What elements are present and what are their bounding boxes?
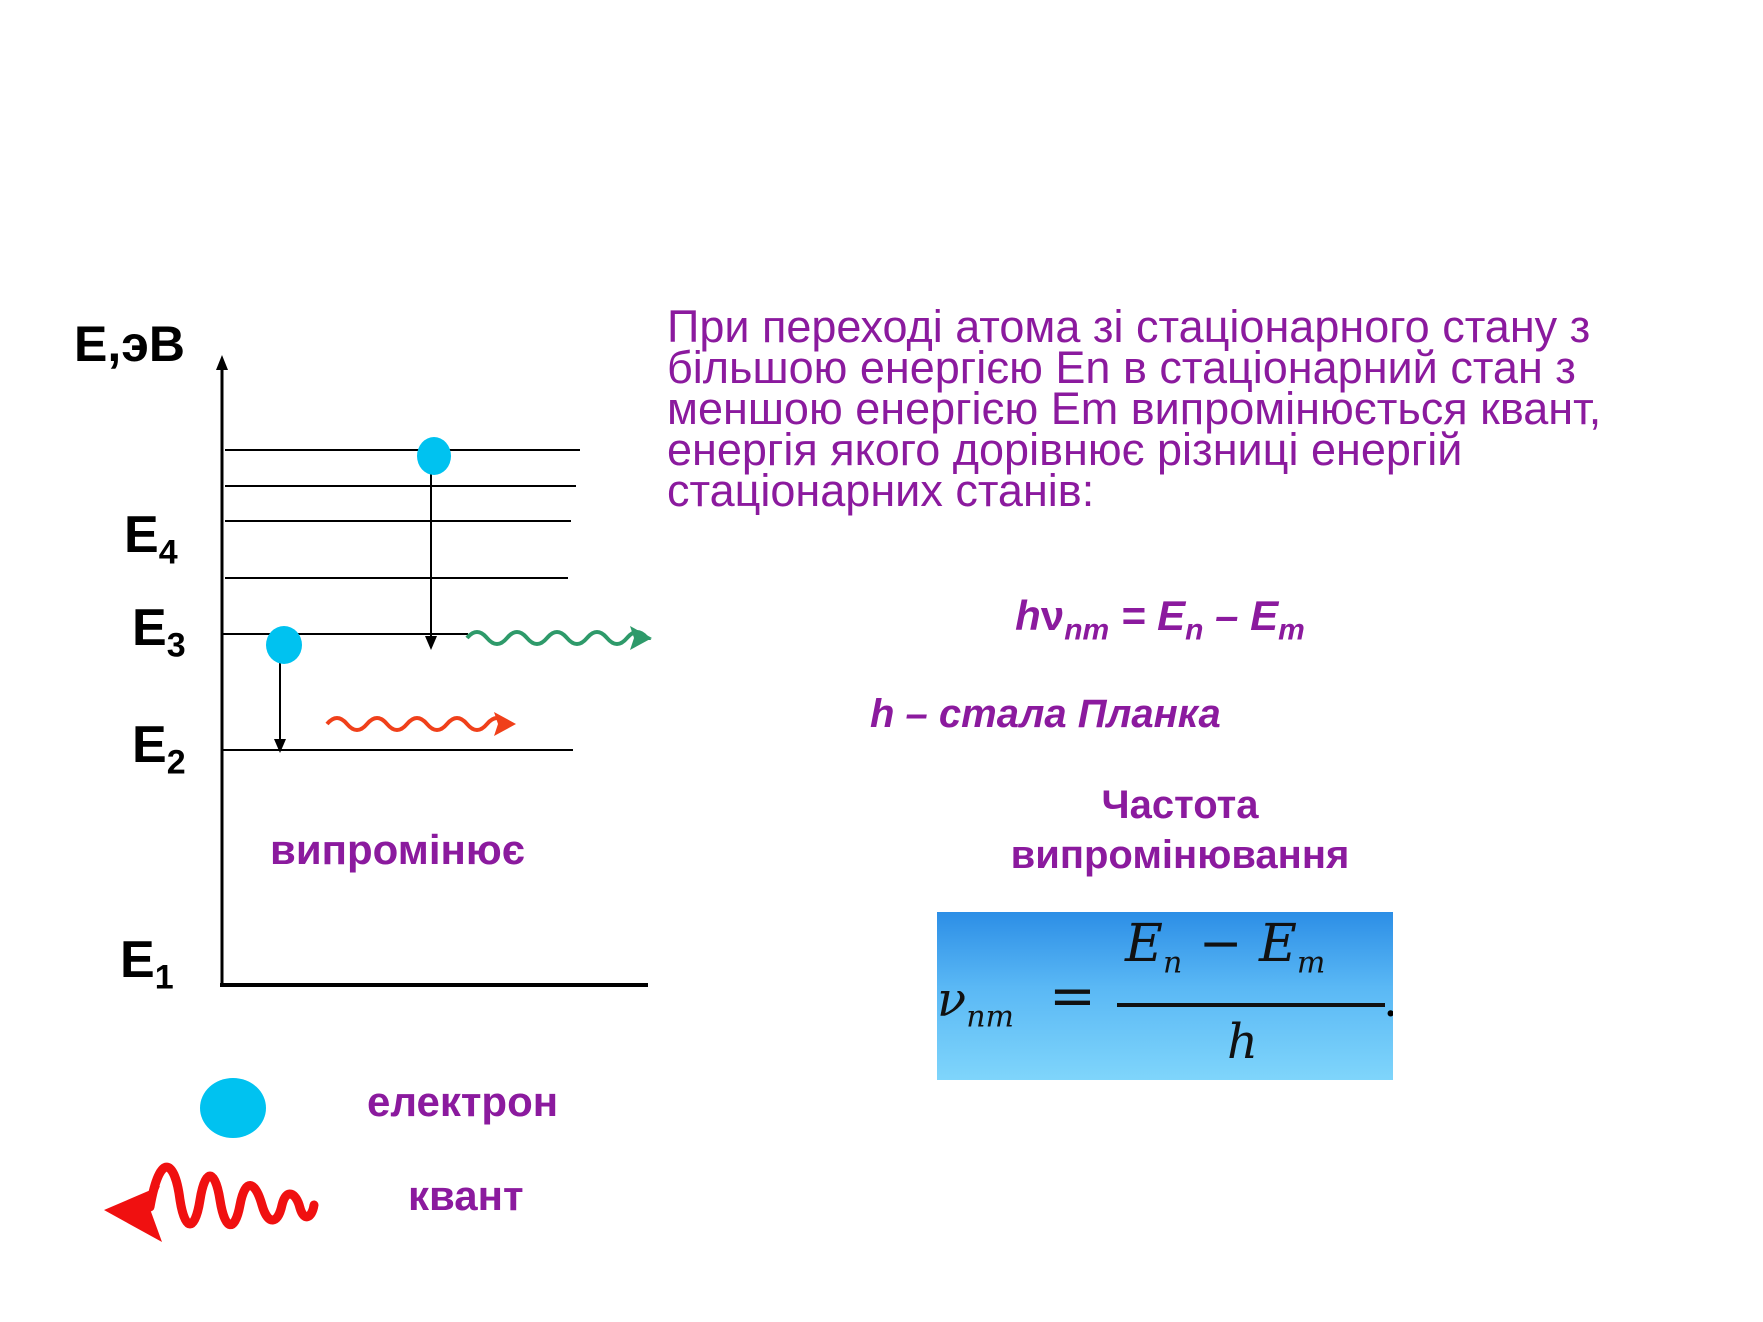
level-label-e1: E1 <box>120 930 174 997</box>
frequency-formula-box: νnm = En − Em h . <box>937 912 1393 1080</box>
formula-en: E <box>1157 592 1186 639</box>
frequency-equals: = <box>1049 964 1096 1029</box>
level-symbol: E <box>124 506 159 564</box>
level-label-e2: E2 <box>132 715 186 782</box>
level-index: 3 <box>166 626 186 665</box>
numerator-minus: − <box>1182 914 1259 974</box>
level-label-e4: E4 <box>124 505 178 572</box>
formula-nu-subscript: nm <box>1064 613 1110 647</box>
frequency-nu-symbol: ν <box>937 972 967 1028</box>
legend-quantum-arrowhead <box>104 1186 162 1242</box>
electron-upper <box>417 437 451 475</box>
legend-quantum-wave <box>145 1162 319 1230</box>
explanation-text: При переході атома зі стаціонарного стан… <box>667 301 1602 516</box>
numerator-en-subscript: n <box>1162 945 1183 981</box>
formula-h: h <box>1015 592 1041 639</box>
level-symbol: E <box>120 931 155 989</box>
frequency-numerator: En − Em <box>1125 914 1325 980</box>
formula-em-subscript: m <box>1278 613 1305 647</box>
transition-arrowhead-lower <box>274 739 286 753</box>
level-symbol: E <box>132 716 167 774</box>
formula-minus: – <box>1203 592 1251 639</box>
formula-em: E <box>1250 592 1279 639</box>
level-index: 2 <box>166 743 186 782</box>
legend-quantum-label: квант <box>408 1172 524 1219</box>
numerator-em: E <box>1258 914 1297 974</box>
axis-label: E,эВ <box>74 316 185 372</box>
legend-electron-icon <box>200 1078 266 1138</box>
formula-nu: ν <box>1040 592 1065 639</box>
frequency-trailing-dot: . <box>1383 972 1393 1028</box>
emits-label: випромінює <box>270 826 525 873</box>
frequency-denominator: h <box>1227 1014 1258 1070</box>
planck-constant-note: h – стала Планка <box>870 692 1221 736</box>
energy-axis-arrowhead <box>216 355 228 370</box>
legend-electron-label: електрон <box>367 1078 559 1125</box>
numerator-em-subscript: m <box>1296 945 1326 981</box>
frequency-nu-subscript: nm <box>966 999 1014 1035</box>
level-symbol: E <box>132 599 167 657</box>
level-label-e3: E3 <box>132 598 186 665</box>
frequency-title-line2: випромінювання <box>1010 833 1350 877</box>
quantum-wave-green <box>465 630 652 646</box>
electron-lower <box>266 626 302 664</box>
level-index: 1 <box>154 958 174 997</box>
formula-en-subscript: n <box>1185 613 1204 647</box>
frequency-title: Частота випромінювання <box>920 780 1440 880</box>
fraction-bar <box>1117 1003 1385 1007</box>
quantum-wave-red <box>325 716 512 732</box>
numerator-en: E <box>1125 914 1163 974</box>
quantum-arrowhead-red <box>494 712 516 736</box>
formula-equals: = <box>1109 592 1158 639</box>
energy-formula: hνnm = En – Em <box>0 592 1763 647</box>
level-index: 4 <box>158 533 178 572</box>
transition-arrowhead-upper <box>425 636 437 650</box>
frequency-nu: νnm <box>937 972 1014 1035</box>
frequency-title-line1: Частота <box>1101 783 1259 827</box>
quantum-arrowhead-green <box>630 626 652 650</box>
